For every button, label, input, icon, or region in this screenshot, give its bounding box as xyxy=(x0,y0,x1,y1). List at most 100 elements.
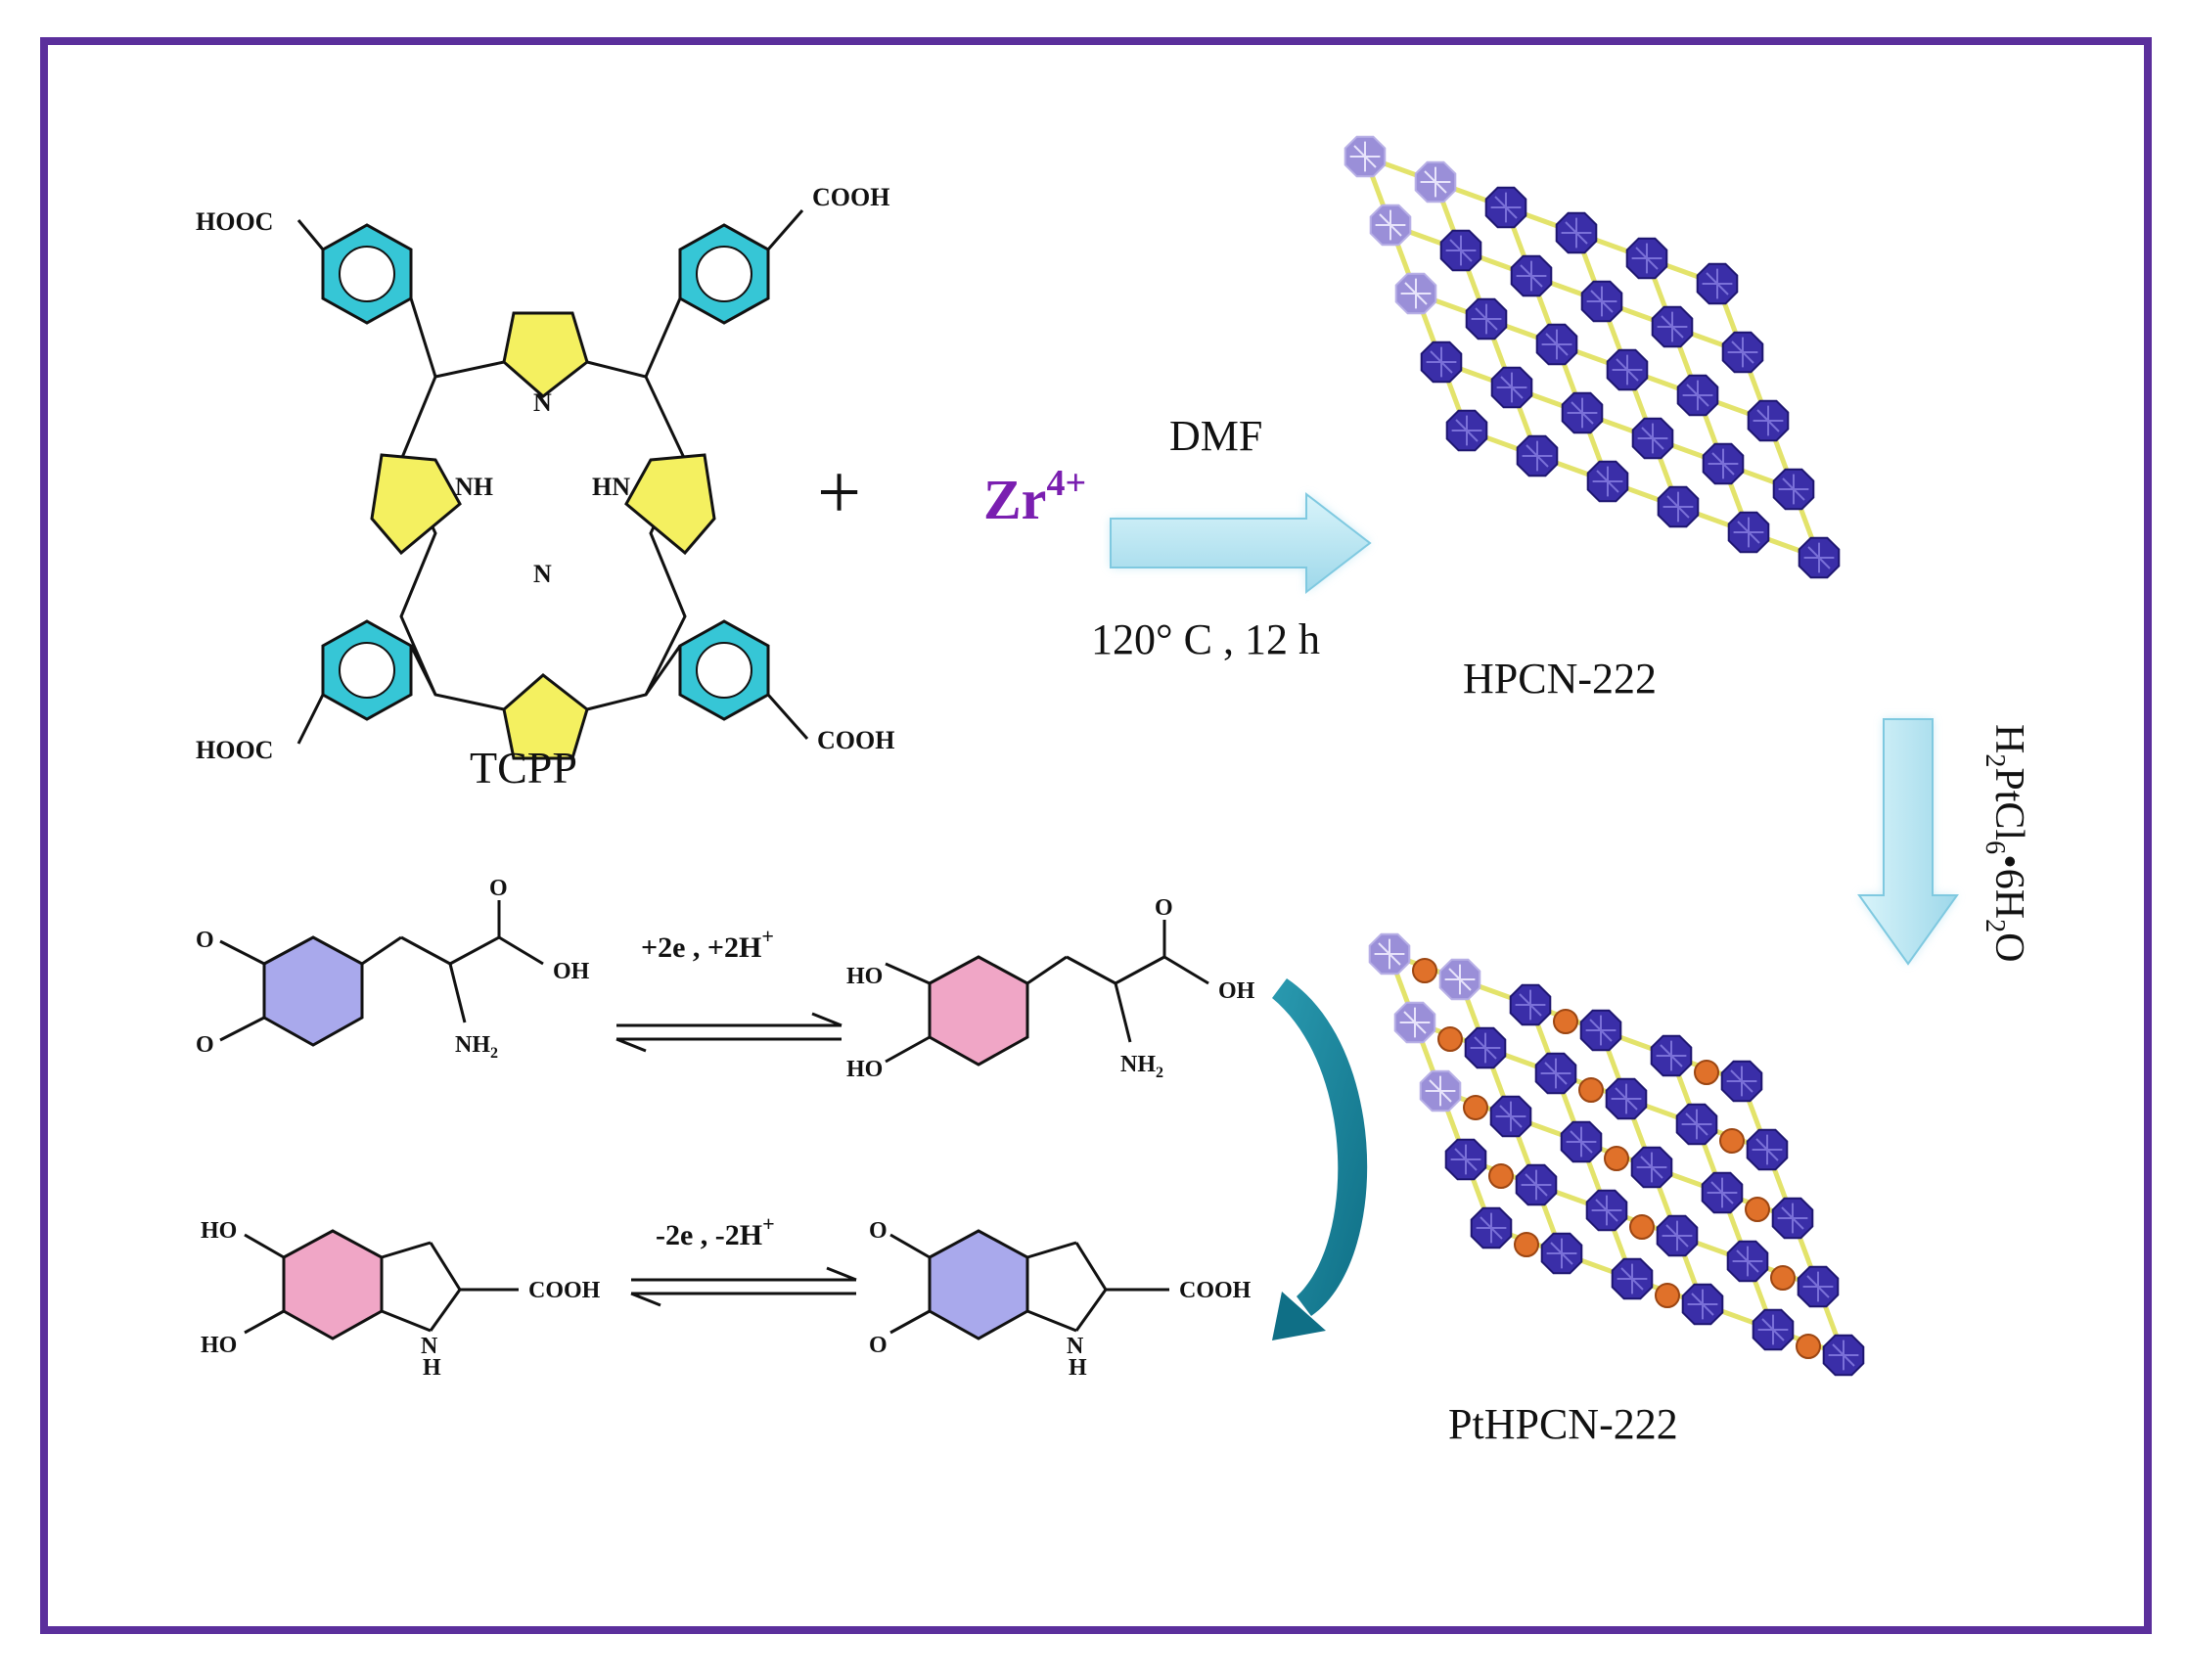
zr-cluster xyxy=(1606,348,1649,391)
zr-cluster xyxy=(1605,1077,1648,1120)
zr-cluster xyxy=(1657,485,1700,528)
dopa-structure xyxy=(885,920,1209,1067)
dopachrome-structure xyxy=(889,1229,1169,1340)
zr-cluster xyxy=(1625,237,1668,280)
tcpp-label: TCPP xyxy=(470,743,577,793)
zr-cluster xyxy=(1656,1214,1699,1257)
zr-cluster xyxy=(1560,1120,1603,1163)
zr-cluster xyxy=(1484,186,1527,229)
svg-text:COOH: COOH xyxy=(528,1278,601,1303)
svg-text:N: N xyxy=(1067,1334,1084,1359)
svg-text:OH: OH xyxy=(1218,978,1255,1004)
solvent-label: DMF xyxy=(1169,412,1262,460)
zr-cluster xyxy=(1651,305,1694,348)
zr-cluster xyxy=(1676,374,1719,417)
svg-text:O: O xyxy=(196,928,214,953)
zr-cluster xyxy=(1822,1334,1865,1377)
zr-cluster xyxy=(1772,468,1815,511)
equilibrium-arrow-1 xyxy=(615,1012,843,1053)
zr-cluster xyxy=(1746,1128,1789,1171)
zr-cluster xyxy=(1444,1138,1487,1181)
synthesis-arrow xyxy=(1110,491,1372,595)
reduction-label-1: +2e , +2H+ xyxy=(641,924,774,964)
svg-text:H: H xyxy=(423,1355,441,1381)
zr-cluster-faded xyxy=(1438,958,1481,1001)
zr-cluster xyxy=(1489,1095,1532,1138)
zr-cluster xyxy=(1579,1009,1622,1052)
tcpp-labels: HOOC COOH HOOC COOH NH HN N N xyxy=(196,183,894,764)
zr-cluster xyxy=(1726,1240,1769,1283)
svg-text:HO: HO xyxy=(201,1333,237,1358)
hpcn-222-framework xyxy=(1343,135,1841,579)
zr-cluster xyxy=(1630,1146,1673,1189)
zr-cluster xyxy=(1611,1257,1654,1300)
zr-charge: 4+ xyxy=(1046,463,1086,504)
dopachrome-labels: O O COOH N H xyxy=(869,1218,1252,1381)
zr-cluster-faded xyxy=(1394,272,1437,315)
zr-cluster xyxy=(1701,1171,1744,1214)
zr-cluster xyxy=(1650,1034,1693,1077)
pt-nanoparticle xyxy=(1719,1128,1745,1154)
zr-cluster xyxy=(1515,1163,1558,1206)
svg-text:NH2: NH2 xyxy=(1120,1052,1163,1081)
zr-cluster xyxy=(1702,442,1745,485)
pt-nanoparticle xyxy=(1553,1009,1578,1034)
svg-text:OH: OH xyxy=(553,959,590,984)
zr-cluster xyxy=(1720,1060,1763,1103)
zr-cluster xyxy=(1631,417,1674,460)
svg-text:O: O xyxy=(489,876,508,901)
svg-text:O: O xyxy=(1155,895,1173,921)
svg-text:COOH: COOH xyxy=(1179,1278,1252,1303)
pt-nanoparticle xyxy=(1437,1026,1463,1052)
zr-cluster xyxy=(1490,366,1533,409)
label-cooh-br: COOH xyxy=(817,726,894,754)
pthpcn-label: PtHPCN-222 xyxy=(1448,1400,1678,1448)
pt-precursor-label: H2PtCl6•6H2O xyxy=(1980,724,2031,962)
pyrrole-bottom xyxy=(502,673,589,760)
zr-cluster xyxy=(1752,1308,1795,1351)
zr-ion: Zr4+ xyxy=(983,463,1086,531)
label-hooc-bl: HOOC xyxy=(196,736,273,764)
zr-cluster xyxy=(1535,323,1578,366)
zr-cluster xyxy=(1561,391,1604,434)
plus-sign: + xyxy=(817,450,861,536)
pt-nanoparticle xyxy=(1770,1265,1796,1291)
label-n-bottom: N xyxy=(533,560,552,588)
pt-nanoparticle xyxy=(1629,1214,1655,1240)
zr-cluster-faded xyxy=(1393,1001,1436,1044)
zr-cluster xyxy=(1771,1197,1814,1240)
zr-cluster xyxy=(1510,254,1553,297)
pt-nanoparticle xyxy=(1655,1283,1680,1308)
zr-cluster xyxy=(1534,1052,1577,1095)
pt-nanoparticle xyxy=(1412,958,1437,983)
oxidation-label-2: -2e , -2H+ xyxy=(656,1211,775,1251)
zr-cluster xyxy=(1721,331,1764,374)
dopaquinone-structure xyxy=(219,900,544,1047)
zr-cluster xyxy=(1464,1026,1507,1069)
zr-cluster xyxy=(1798,536,1841,579)
pyrrole-left xyxy=(370,453,462,556)
zr-cluster xyxy=(1420,341,1463,384)
platinum-loading-arrow xyxy=(1857,718,1959,966)
zr-cluster xyxy=(1727,511,1770,554)
svg-text:H: H xyxy=(1069,1355,1087,1381)
zr-cluster-faded xyxy=(1414,160,1457,204)
zr-cluster xyxy=(1465,297,1508,341)
equilibrium-arrow-2 xyxy=(630,1266,857,1307)
svg-text:HO: HO xyxy=(846,1057,883,1082)
pt-nanoparticle xyxy=(1745,1197,1770,1222)
zr-cluster-faded xyxy=(1369,204,1412,247)
zr-cluster-faded xyxy=(1419,1069,1462,1112)
pt-nanoparticle xyxy=(1578,1077,1604,1103)
zr-cluster xyxy=(1747,399,1790,442)
zr-cluster xyxy=(1516,434,1559,477)
zr-cluster-faded xyxy=(1343,135,1387,178)
label-nh-left: NH xyxy=(455,473,493,501)
label-hooc-tl: HOOC xyxy=(196,207,273,236)
svg-text:O: O xyxy=(196,1032,214,1058)
hpcn-label: HPCN-222 xyxy=(1463,655,1657,703)
pt-nanoparticle xyxy=(1488,1163,1514,1189)
zr-cluster xyxy=(1586,460,1629,503)
